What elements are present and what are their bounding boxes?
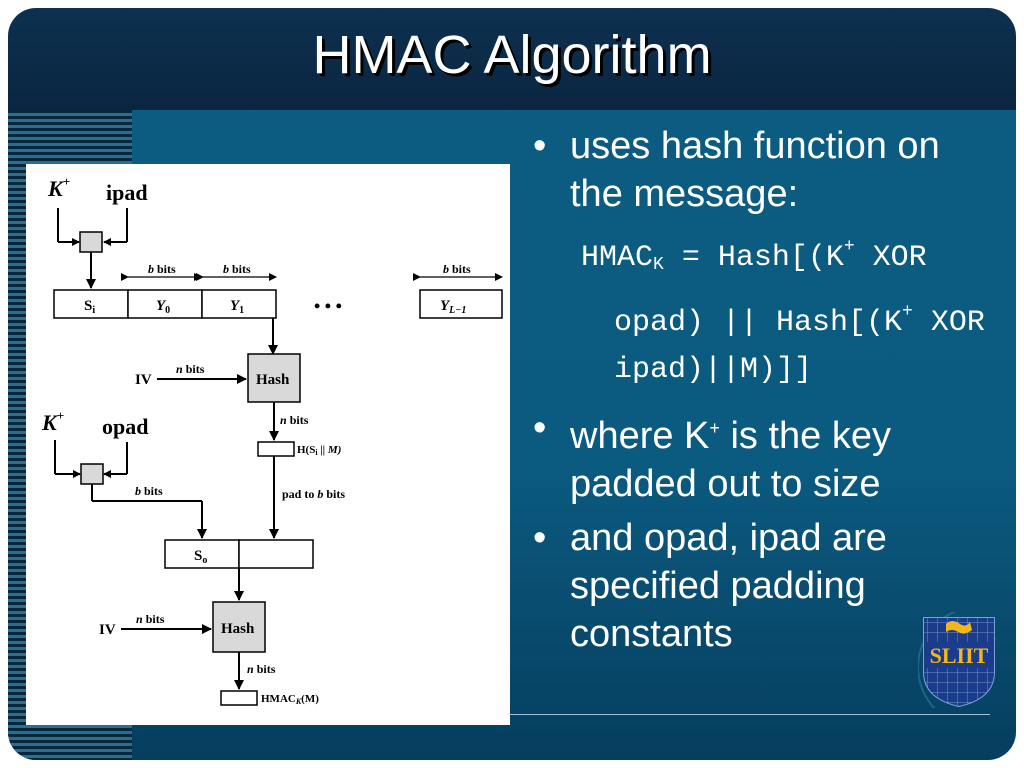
h-si-m-label: H(Si || M) <box>297 444 341 457</box>
yl-label: YL−1 <box>440 298 466 316</box>
bullet-item-key-padding: • where K+ is the key padded out to size <box>533 404 1003 508</box>
si-block <box>53 289 129 319</box>
ellipsis-dots: • • • <box>314 296 342 316</box>
iv-label-2: IV <box>99 622 116 638</box>
so-label: So <box>194 548 207 566</box>
b-bits-label-4: b bits <box>135 484 163 498</box>
b-bits-label-2: b bits <box>223 262 251 276</box>
hash-label-2: Hash <box>221 621 255 637</box>
n-bits-label-2: n bits <box>280 413 309 427</box>
y0-label: Y0 <box>156 298 170 316</box>
opad-label: opad <box>102 414 148 439</box>
hash-out-block <box>238 539 314 569</box>
hmac-diagram-svg: K+ ipad b bits b bits b bits Si Y0 Y1 • … <box>41 174 503 706</box>
bullet-dot-icon: • <box>533 407 547 449</box>
slide-title: HMAC Algorithm <box>312 25 712 85</box>
si-label: Si <box>84 298 95 316</box>
n-bits-label-4: n bits <box>247 662 276 676</box>
hash-label-1: Hash <box>256 372 290 388</box>
yl-block <box>419 289 503 319</box>
n-bits-label-1: n bits <box>176 362 205 376</box>
bottom-rule <box>510 714 990 715</box>
k-plus-label-bottom: K+ <box>41 408 64 435</box>
y1-label: Y1 <box>230 298 244 316</box>
y1-block <box>201 289 277 319</box>
hash-box-1 <box>247 353 301 403</box>
h-si-m-block <box>257 441 295 457</box>
bullet-text: uses hash function on the message: <box>570 125 940 215</box>
iv-label-1: IV <box>135 372 152 388</box>
k-plus-label-top: K+ <box>47 174 70 201</box>
bullet-item-hash-function: • uses hash function on the message: <box>533 122 1003 218</box>
hash-box-2 <box>212 601 266 653</box>
hmac-out-block <box>220 690 258 706</box>
hmac-diagram: K+ ipad b bits b bits b bits Si Y0 Y1 • … <box>26 164 510 725</box>
b-bits-label-1: b bits <box>148 262 176 276</box>
bullet-item-padding-constants: • and opad, ipad are specified padding c… <box>533 514 1003 658</box>
sliit-logo: SLIIT <box>917 606 1024 728</box>
y0-block <box>127 289 203 319</box>
xor-box-top <box>79 231 103 253</box>
xor-box-bottom <box>80 463 104 485</box>
sliit-logo-svg: SLIIT <box>917 606 1024 728</box>
pad-to-label: pad to b bits <box>282 487 345 501</box>
so-block <box>164 539 240 569</box>
hmac-formula: HMACK = Hash[(K+ XOR opad) || Hash[(K+ X… <box>581 237 985 387</box>
title-bar <box>8 8 1016 110</box>
hmac-out-label: HMACK(M) <box>261 693 319 706</box>
bullet-dot-icon: • <box>533 517 547 559</box>
bullet-list: • uses hash function on the message: HMA… <box>533 122 1003 664</box>
bullet-dot-icon: • <box>533 125 547 167</box>
b-bits-label-3: b bits <box>443 262 471 276</box>
bullet-text: and opad, ipad are specified padding con… <box>570 517 887 655</box>
ipad-label: ipad <box>106 180 148 205</box>
n-bits-label-3: n bits <box>136 612 165 626</box>
logo-text: SLIIT <box>930 643 989 668</box>
